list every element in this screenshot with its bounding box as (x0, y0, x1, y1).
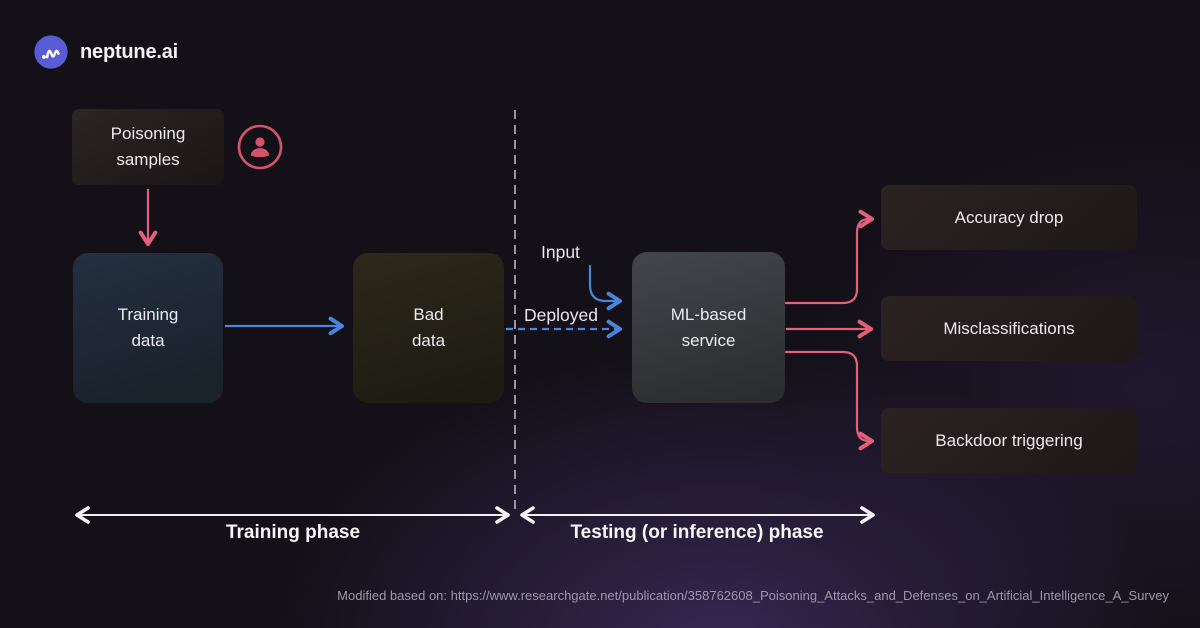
testing-phase-label: Testing (or inference) phase (570, 522, 824, 543)
backdoor-triggering-label: Backdoor triggering (935, 430, 1083, 450)
misclassifications-node: Misclassifications (881, 296, 1137, 361)
bad-data-label-line1: Bad (413, 305, 444, 324)
poisoning-samples-label-line2: samples (116, 150, 180, 169)
bad-data-node: Bad data (353, 253, 504, 403)
accuracy-drop-label: Accuracy drop (954, 207, 1064, 227)
misclassifications-label: Misclassifications (943, 318, 1075, 338)
ml-service-label-line2: service (681, 330, 736, 350)
training-data-node: Training data (73, 253, 223, 403)
input-edge-label: Input (541, 242, 580, 262)
ml-service-node: ML-based service (632, 252, 785, 403)
ml-service-label-line1: ML-based (670, 304, 747, 324)
neptune-wave-icon (32, 33, 70, 71)
training-phase-label: Training phase (225, 522, 361, 543)
training-data-label-line1: Training (117, 305, 179, 324)
brand-name: neptune.ai (80, 40, 179, 63)
attacker-person-icon (236, 123, 284, 171)
poisoning-samples-label-line1: Poisoning (110, 124, 186, 143)
accuracy-drop-node: Accuracy drop (881, 185, 1137, 250)
deployed-edge-label: Deployed (524, 305, 598, 325)
training-data-label-line2: data (131, 331, 165, 350)
ml-to-backdoor-arrow (784, 350, 875, 451)
ml-to-accuracy-arrow (784, 209, 875, 305)
brand-header: neptune.ai (32, 33, 178, 71)
backdoor-triggering-node: Backdoor triggering (881, 408, 1137, 473)
bad-data-label-line2: data (411, 331, 446, 350)
poisoning-samples-node: Poisoning samples (72, 109, 224, 185)
input-arrow (588, 264, 623, 311)
source-citation: Modified based on: https://www.researchg… (337, 588, 1169, 603)
